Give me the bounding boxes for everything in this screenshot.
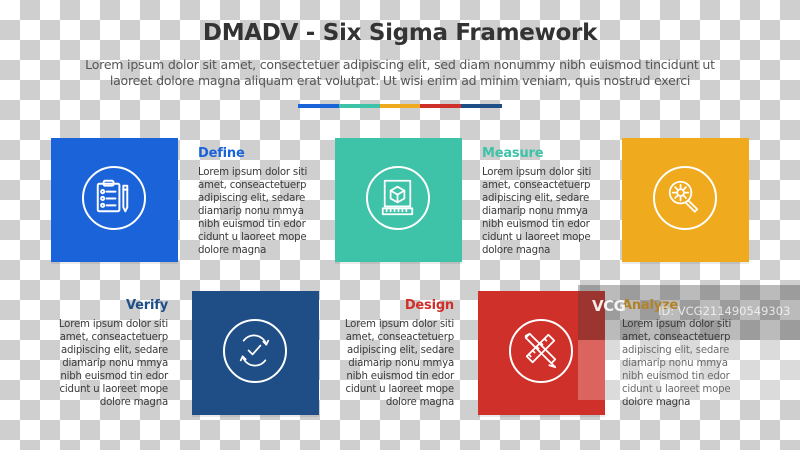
analyze-title: Analyze (622, 298, 679, 313)
icon-ring (653, 166, 717, 230)
page-subtitle: Lorem ipsum dolor sit amet, consectetuer… (40, 57, 760, 89)
box-ruler-icon (381, 179, 414, 216)
design-square (478, 291, 605, 415)
color-segment-teal (338, 104, 380, 108)
define-title: Define (198, 146, 245, 161)
watermark-overlay (578, 285, 800, 340)
measure-title: Measure (482, 146, 544, 161)
analyze-text: Analyze Lorem ipsum dolor siti amet, con… (622, 298, 734, 409)
measure-text: Measure Lorem ipsum dolor siti amet, con… (482, 146, 594, 257)
icon-ring (509, 319, 573, 383)
verify-title: Verify (126, 298, 168, 313)
refresh-check-icon (239, 334, 270, 367)
color-segment-navy (461, 104, 502, 108)
magnifier-gear-icon (668, 180, 699, 213)
analyze-body: Lorem ipsum dolor siti amet, conseactetu… (622, 319, 732, 408)
watermark-logo: VCG (592, 297, 626, 315)
verify-square (192, 291, 319, 415)
icon-ring (366, 166, 430, 230)
icon-ring (82, 166, 146, 230)
pencil-ruler-icon (524, 332, 557, 369)
color-segment-yellow (379, 104, 421, 108)
color-segment-blue (298, 104, 339, 108)
page-title: DMADV - Six Sigma Framework (202, 20, 598, 46)
verify-text: Verify Lorem ipsum dolor siti amet, cons… (56, 298, 168, 409)
subtitle-line-1: Lorem ipsum dolor sit amet, consectetuer… (85, 57, 715, 72)
measure-body: Lorem ipsum dolor siti amet, conseactetu… (482, 167, 592, 256)
design-title: Design (404, 298, 454, 313)
subtitle-line-2: laoreet dolore magna aliquam erat volutp… (109, 73, 691, 88)
clipboard-checklist-icon (96, 179, 129, 213)
design-body: Lorem ipsum dolor siti amet, conseactetu… (344, 319, 454, 408)
define-body: Lorem ipsum dolor siti amet, conseactetu… (198, 167, 308, 256)
watermark-id: ID: VCG211490549303 (658, 304, 791, 318)
design-text: Design Lorem ipsum dolor siti amet, cons… (342, 298, 454, 409)
define-text: Define Lorem ipsum dolor siti amet, cons… (198, 146, 310, 257)
measure-square (335, 138, 462, 262)
color-divider (298, 104, 502, 108)
analyze-square (622, 138, 749, 262)
watermark-overlay-light (578, 340, 800, 400)
icon-ring (223, 319, 287, 383)
verify-body: Lorem ipsum dolor siti amet, conseactetu… (58, 319, 168, 408)
color-segment-red (420, 104, 462, 108)
define-square (51, 138, 178, 262)
